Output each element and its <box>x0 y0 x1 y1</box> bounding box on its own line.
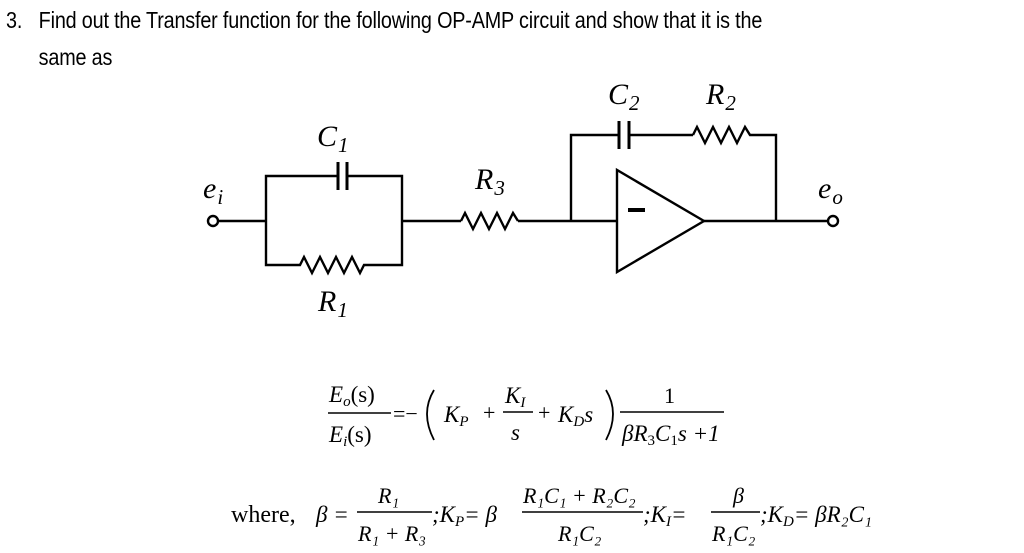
kd-def: ;KD= βR₂C₁ <box>760 502 872 530</box>
beta-denominator: R₁ + R₃ <box>357 521 426 546</box>
equals-minus: =− <box>393 401 418 426</box>
kd-term: KDs <box>557 402 593 430</box>
input-label: ei <box>203 172 223 209</box>
kp-denominator: R₁C₂ <box>557 521 602 546</box>
question-line-1: Find out the Transfer function for the f… <box>38 7 763 33</box>
r2-label: R2 <box>705 78 736 115</box>
r3-label: R3 <box>474 163 505 200</box>
feedback-left-wire <box>569 133 619 221</box>
where-definitions: where, β = R₁ R₁ + R₃ ;KP= β R₁C₁ + R₂C₂… <box>231 483 872 546</box>
r2-resistor <box>691 124 778 221</box>
question-line-2: same as <box>38 44 113 70</box>
c2-label: C2 <box>608 78 640 115</box>
r1-resistor <box>264 221 404 276</box>
kp-lhs: ;KP= β <box>432 502 497 530</box>
kp-term: KP <box>443 402 469 430</box>
c1-left-wire <box>264 174 338 221</box>
beta-lhs: β = <box>315 502 349 527</box>
left-paren <box>426 389 435 441</box>
ki-denominator: s <box>511 420 520 445</box>
beta-numerator: R₁ <box>377 483 399 508</box>
ki-numerator-def: β <box>732 483 744 508</box>
where-prefix: where, <box>231 502 296 528</box>
plus-2: + <box>538 400 550 425</box>
question-text: 3. Find out the Transfer function for the… <box>6 2 762 76</box>
input-terminal <box>206 214 220 228</box>
output-label: eo <box>818 172 843 209</box>
lhs-numerator: Eo(s) <box>328 382 375 410</box>
r1-label: R1 <box>317 285 348 322</box>
kp-numerator: R₁C₁ + R₂C₂ <box>522 483 636 508</box>
c1-label: C1 <box>317 120 349 157</box>
ki-numerator: KI <box>504 383 526 411</box>
output-terminal <box>826 214 840 228</box>
c1-right-wire <box>347 174 404 221</box>
opamp-triangle <box>615 167 707 275</box>
ki-denominator-def: R₁C₂ <box>711 521 756 546</box>
r3-resistor <box>459 210 520 232</box>
plus-1: + <box>483 400 495 425</box>
right-paren <box>605 389 614 441</box>
question-number: 3. <box>6 7 23 33</box>
ki-lhs: ;KI= <box>643 502 687 530</box>
rhs-denominator: βR3C1s +1 <box>621 421 720 449</box>
lhs-denominator: Ei(s) <box>328 422 372 450</box>
rhs-numerator: 1 <box>664 383 675 408</box>
transfer-function-equation: Eo(s) Ei(s) =− KP + KI s + KDs 1 βR3C1s … <box>328 382 724 450</box>
